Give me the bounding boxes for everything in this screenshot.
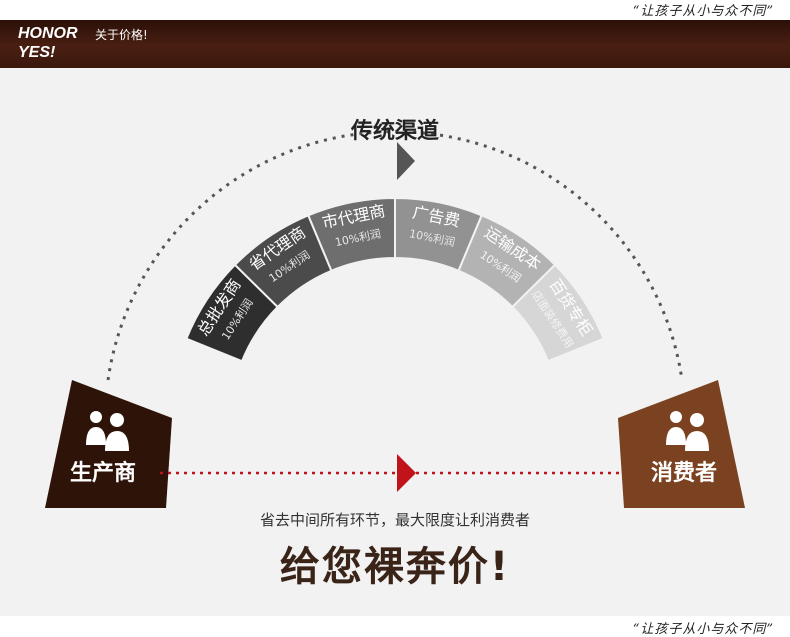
- producer-block: 生产商: [45, 380, 172, 508]
- direct-subtitle: 省去中间所有环节，最大限度让利消费者: [259, 511, 530, 529]
- banner-note: 关于价格!: [95, 28, 148, 42]
- direct-price-headline: 给您裸奔价!: [279, 544, 511, 590]
- consumer-block: 消费者: [618, 380, 745, 508]
- consumer-label: 消费者: [651, 461, 717, 486]
- channel-diagram-svg: 总批发商10%利润省代理商10%利润市代理商10%利润广告费10%利润运输成本1…: [45, 130, 745, 508]
- slogan-bottom: “让孩子从小与众不同”: [632, 622, 774, 637]
- people-icon: [86, 411, 129, 451]
- traditional-channel-arc: [106, 130, 684, 381]
- slogan-top: “让孩子从小与众不同”: [632, 4, 774, 19]
- header-banner: HONOR YES! 关于价格!: [0, 20, 790, 68]
- arc-segment: [510, 263, 605, 363]
- traditional-channel-title: 传统渠道: [350, 119, 439, 144]
- people-icon: [666, 411, 709, 451]
- segments-group: 总批发商10%利润省代理商10%利润市代理商10%利润广告费10%利润运输成本1…: [185, 196, 605, 363]
- brand-line-2: YES!: [18, 44, 56, 61]
- producer-label: 生产商: [70, 460, 136, 486]
- brand-line-1: HONOR: [18, 25, 78, 42]
- direct-arrow-icon: [397, 454, 416, 492]
- top-arrow-icon: [397, 142, 415, 180]
